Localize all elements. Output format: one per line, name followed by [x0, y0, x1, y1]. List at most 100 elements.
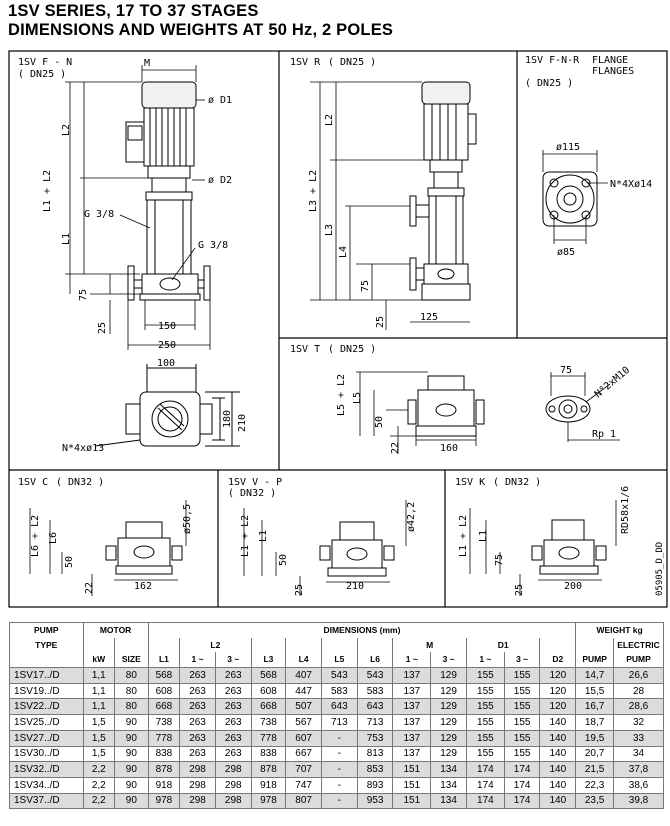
table-cell: 1,5 — [82, 714, 116, 731]
th-M-3ph: 3 ~ — [430, 652, 467, 669]
table-cell: 543 — [356, 667, 394, 684]
dim-vp-25: 25 — [294, 584, 305, 596]
table-cell: 838 — [250, 745, 287, 763]
dim-t-160: 160 — [440, 443, 458, 454]
table-header-row-3: kW SIZE L1 1 ~ 3 ~ L3 L4 L5 L6 1 ~ 3 ~ 1… — [9, 652, 664, 669]
table-cell: 151 — [392, 792, 432, 810]
view-k: 1SV K ( DN32 ) L1 + L2 L1 75 25 200 RD58… — [455, 477, 631, 596]
table-cell: 1SV27../D — [9, 729, 84, 747]
table-cell: 263 — [179, 729, 216, 747]
table-cell: 137 — [392, 682, 432, 700]
table-cell: 447 — [285, 682, 322, 700]
dim-t-22: 22 — [390, 442, 401, 454]
table-cell: 263 — [179, 745, 216, 763]
dim-vp-50: 50 — [278, 554, 289, 566]
table-cell: 263 — [179, 682, 216, 700]
table-cell: 2,2 — [82, 761, 116, 778]
th-L1: L1 — [147, 652, 181, 669]
view-k-sub: ( DN32 ) — [493, 477, 541, 488]
dim-c-50: 50 — [64, 556, 75, 568]
table-cell: 137 — [392, 714, 432, 731]
table-cell: 120 — [539, 682, 577, 700]
table-cell: 134 — [430, 776, 467, 794]
dim-k-L1: L1 — [478, 530, 489, 542]
table-cell: 298 — [214, 792, 252, 810]
spec-table: PUMP MOTOR DIMENSIONS (mm) WEIGHT kg TYP… — [9, 621, 664, 810]
technical-drawing: 1SV F - N ( DN25 ) — [8, 50, 668, 608]
table-cell: 21,5 — [575, 761, 615, 778]
table-cell: 39,8 — [613, 792, 664, 810]
table-cell: 667 — [285, 745, 322, 763]
th-pump: PUMP — [9, 621, 84, 638]
table-cell: 263 — [179, 667, 216, 684]
table-cell: 263 — [214, 682, 252, 700]
label-holes-fnr: N*4Xø14 — [610, 179, 652, 190]
th-L2-3ph: 3 ~ — [214, 652, 252, 669]
table-cell: 298 — [214, 761, 252, 778]
table-cell: 155 — [465, 729, 505, 747]
dim-85: ø85 — [557, 247, 575, 258]
dim-vp-dia: ø42,2 — [406, 502, 417, 532]
dim-t-75: 75 — [560, 365, 572, 376]
table-cell: 155 — [465, 698, 505, 716]
table-cell: 155 — [503, 745, 541, 763]
table-cell: 713 — [320, 714, 358, 731]
dim-t-L5: L5 — [352, 392, 363, 404]
view-r-sub: ( DN25 ) — [328, 57, 376, 68]
th-type: TYPE — [9, 637, 84, 653]
table-cell: 137 — [392, 698, 432, 716]
th-L6: L6 — [356, 652, 394, 669]
table-cell: 263 — [214, 729, 252, 747]
table-cell: 155 — [503, 682, 541, 700]
table-cell: 90 — [114, 792, 149, 810]
table-cell: 137 — [392, 729, 432, 747]
th-L5: L5 — [320, 652, 358, 669]
dim-vp-L1-plus-L2: L1 + L2 — [240, 515, 251, 557]
table-cell: 1SV34../D — [9, 776, 84, 794]
table-cell: 134 — [430, 761, 467, 778]
table-cell: 137 — [392, 745, 432, 763]
table-cell: - — [320, 745, 358, 763]
table-cell: 14,7 — [575, 667, 615, 684]
dim-75: 75 — [78, 289, 89, 301]
dim-k-25: 25 — [514, 584, 525, 596]
label-g38-outlet: G 3/8 — [84, 209, 114, 220]
table-cell: 568 — [147, 667, 181, 684]
table-cell: 80 — [114, 698, 149, 716]
table-cell: 838 — [147, 745, 181, 763]
table-cell: 643 — [320, 698, 358, 716]
th-L3: L3 — [250, 652, 287, 669]
view-c-title: 1SV C — [18, 477, 48, 488]
table-cell: 155 — [465, 682, 505, 700]
table-cell: 134 — [430, 792, 467, 810]
dim-r-75: 75 — [360, 280, 371, 292]
table-cell: 1SV37../D — [9, 792, 84, 810]
table-cell: 140 — [539, 729, 577, 747]
table-cell: 2,2 — [82, 792, 116, 810]
table-cell: 878 — [250, 761, 287, 778]
dim-180: 180 — [222, 410, 233, 428]
view-c: 1SV C ( DN32 ) L6 + L2 L6 50 22 162 ø50,… — [18, 477, 193, 596]
dim-D1: ø D1 — [208, 95, 232, 106]
table-cell: 608 — [250, 682, 287, 700]
table-cell: 507 — [285, 698, 322, 716]
table-cell: 1,5 — [82, 729, 116, 747]
th-D1-3ph: 3 ~ — [503, 652, 541, 669]
table-cell: 607 — [285, 729, 322, 747]
dim-25: 25 — [97, 322, 108, 334]
table-cell: 918 — [250, 776, 287, 794]
view-vp-title: 1SV V - P — [228, 477, 282, 488]
table-cell: 38,6 — [613, 776, 664, 794]
table-header-row-2: TYPE L2 M D1 ELECTRIC — [9, 637, 664, 653]
dim-210: 210 — [237, 414, 248, 432]
table-cell: 26,6 — [613, 667, 664, 684]
label-t-rp: Rp 1 — [592, 429, 616, 440]
dim-r-L4: L4 — [338, 246, 349, 258]
table-cell: 1,1 — [82, 667, 116, 684]
table-cell: 853 — [356, 761, 394, 778]
